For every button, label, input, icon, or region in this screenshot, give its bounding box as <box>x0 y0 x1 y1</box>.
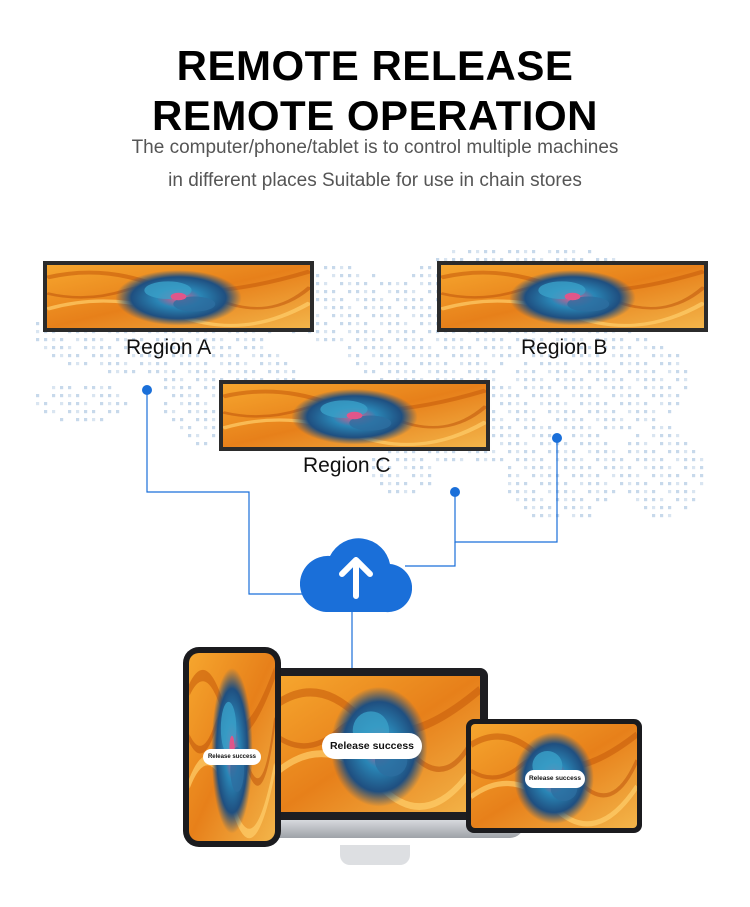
tablet-screen: Release success <box>471 724 637 828</box>
laptop-base <box>226 820 524 838</box>
subtitle-line-1: The computer/phone/tablet is to control … <box>131 137 619 158</box>
region-c-label: Region C <box>303 454 391 477</box>
region-b-display <box>437 261 708 332</box>
page-title-line-1: REMOTE RELEASE <box>176 42 574 89</box>
laptop-screen: Release success <box>270 668 488 820</box>
subtitle-line-2: in different places Suitable for use in … <box>168 170 582 191</box>
page-title-line-2: REMOTE OPERATION <box>152 92 598 139</box>
phone-device: Release success <box>183 647 281 847</box>
region-a-display <box>43 261 314 332</box>
region-b-label: Region B <box>521 336 608 359</box>
phone-release-toast: Release success <box>203 749 261 765</box>
region-a-dot <box>142 385 152 395</box>
cloud-upload-icon <box>300 538 412 613</box>
tablet-device: Release success <box>466 719 642 833</box>
laptop-release-toast: Release success <box>322 733 422 759</box>
region-b-dot <box>552 433 562 443</box>
phone-screen: Release success <box>189 653 275 841</box>
region-c-display <box>219 380 490 451</box>
region-c-dot <box>450 487 460 497</box>
laptop-touchpad <box>340 845 410 865</box>
tablet-release-toast: Release success <box>525 770 585 788</box>
region-a-label: Region A <box>126 336 212 359</box>
